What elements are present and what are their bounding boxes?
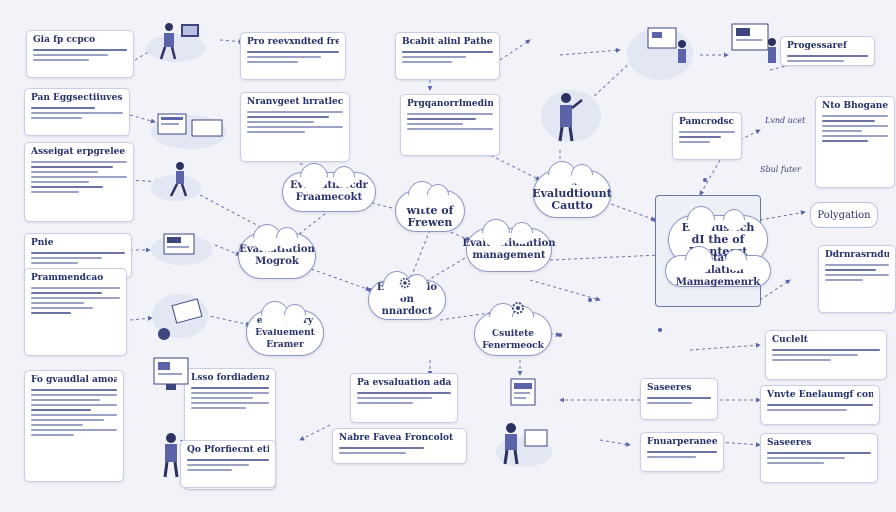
central-cloud-2: Evaltating evalation Mamagemenrk — [665, 253, 771, 288]
desktop-icon — [153, 357, 189, 390]
note-card: Pan Eggsectiiuves — [24, 88, 130, 136]
laptop-user-icon — [152, 294, 208, 340]
note-card: Bcabit alinl Pathet — [395, 32, 500, 80]
card-title: Pro reevxndted fremmeoch — [247, 37, 339, 47]
note-card: Progessaref — [780, 36, 875, 66]
cloud-doie-framework: Deda Ev Csuitete Fenermeock — [474, 312, 552, 356]
connector-dot — [703, 178, 707, 182]
note-card: Saseeres — [760, 433, 878, 483]
cloud-evaluation-cauto: Dtte Evaludtiount Cautto — [532, 170, 612, 218]
connector — [204, 314, 251, 327]
card-title: Nabre Favea Froncolot — [339, 433, 454, 443]
cloud-label: Evaluatiution Mogrok — [239, 244, 315, 267]
note-card: Nranvgeet hrratlecme — [240, 92, 350, 162]
card-title: Asseigat erpgrelee pcagls — [31, 147, 127, 157]
note-card: Fnuarperaneer — [640, 432, 724, 472]
document-icon — [510, 378, 536, 406]
card-title: Pamcrodsc — [679, 117, 734, 127]
gear-icon — [512, 302, 524, 314]
note-card: Gia fp ccpco — [26, 30, 134, 78]
note-card: Pa evsaluation adarvetfork — [350, 373, 458, 423]
cloud-label: the witte of Frewen — [406, 192, 454, 229]
card-title: Pa evsaluation adarvetfork — [357, 378, 451, 388]
card-title: Saseeres — [767, 438, 812, 448]
card-title: Nto Bhoganeamelnt — [822, 101, 888, 111]
card-title: Fo gvaudlal amoatle — [31, 375, 117, 385]
card-title: Prgqanorrlmedin ha prolect — [407, 99, 493, 109]
connector — [499, 39, 531, 61]
central-box-line2: Evaltating evalation Mamagemenrk — [675, 253, 761, 288]
person-at-desk-icon — [146, 23, 206, 62]
note-card: Qo Pforfiecnt etimaeenvte — [180, 440, 276, 488]
card-title: Lsso fordiadenz — [191, 373, 269, 383]
connector — [739, 129, 761, 141]
card-title: Saseeres — [647, 383, 692, 393]
gear-icon — [399, 277, 411, 289]
connector — [759, 210, 806, 221]
cloud-evaluation-management: Evalualtiuantion management — [462, 228, 556, 272]
card-title: Bcabit alinl Pathet — [402, 37, 493, 47]
note-card: Saseeres — [640, 378, 718, 420]
card-title: Gia fp ccpco — [33, 35, 96, 45]
note-card: Prammendcao — [24, 268, 127, 356]
connector — [214, 244, 241, 256]
note-card: Prgqanorrlmedin ha prolect — [400, 94, 500, 156]
note-card: Asseigat erpgrelee pcagls — [24, 142, 134, 222]
cloud-the-framework: the witte of Frewen — [395, 190, 465, 232]
note-card: Pamcrodsc — [672, 112, 742, 160]
connector — [599, 439, 631, 447]
person-walking-icon — [151, 162, 201, 201]
card-title: Pnie — [31, 238, 54, 248]
connector — [559, 47, 621, 56]
cloud-label: Evalualtiuantion management — [462, 238, 556, 261]
presenter-icon — [541, 90, 601, 142]
side-label: Lvnd ucet — [765, 116, 806, 125]
workstation-icon — [731, 23, 776, 63]
card-title: Prammendcao — [31, 273, 104, 283]
card-title: Pan Eggsectiiuves — [31, 93, 123, 103]
laptop-icon — [151, 113, 227, 149]
connector — [529, 279, 601, 302]
cloud-label: Deda Ev Csuitete Fenermeock — [482, 317, 544, 351]
cloud-evaluation-framework: Evaluatniecdr Fraamecokt — [282, 172, 376, 212]
card-title: Ddrnrasrndual Dssasonmert — [825, 250, 889, 260]
person-standing-icon — [163, 433, 179, 478]
cloud-label: Dtte Evaludtiount Cautto — [532, 175, 612, 212]
cloud-evaluation-mogrok: Evaluatiution Mogrok — [238, 233, 316, 279]
polygation-pill: Polygation — [810, 202, 878, 228]
card-title: Cuclelt — [772, 335, 808, 345]
cloud-evaluatiory-framer: evaluatiory Evaluement Eramer — [246, 310, 324, 356]
card-title: Vnvte Enelaumgf conlact — [767, 390, 873, 400]
side-label: Sbul futer — [760, 165, 801, 174]
connector — [409, 229, 431, 281]
cloud-label: Evaluatniecdr Fraamecokt — [290, 180, 368, 203]
note-card: Fo gvaudlal amoatle — [24, 370, 124, 482]
connector-dot — [558, 333, 562, 337]
polygation-label: Polygation — [817, 209, 871, 221]
note-card: Ddrnrasrndual Dssasonmert — [818, 245, 896, 313]
note-card: Vnvte Enelaumgf conlact — [760, 385, 880, 425]
person-at-computer-icon — [496, 423, 552, 467]
note-card: Cuclelt — [765, 330, 887, 380]
note-card: Nabre Favea Froncolot — [332, 428, 467, 464]
note-card: Pro reevxndted fremmeoch — [240, 32, 346, 80]
connector-dot — [658, 328, 662, 332]
connector — [299, 424, 331, 441]
card-title: Fnuarperaneer — [647, 437, 717, 447]
connector — [129, 315, 153, 321]
card-title: Nranvgeet hrratlecme — [247, 97, 343, 107]
user-with-monitor-icon — [627, 27, 693, 80]
card-title: Qo Pforfiecnt etimaeenvte — [187, 445, 269, 455]
connector — [549, 252, 661, 261]
connector — [689, 342, 761, 351]
connector-dot — [588, 298, 592, 302]
note-card: Nto Bhoganeamelnt — [815, 96, 895, 188]
connector — [699, 159, 721, 196]
monitor-icon — [151, 233, 213, 265]
cloud-label: evaluatiory Evaluement Eramer — [255, 316, 315, 350]
card-title: Progessaref — [787, 41, 847, 51]
